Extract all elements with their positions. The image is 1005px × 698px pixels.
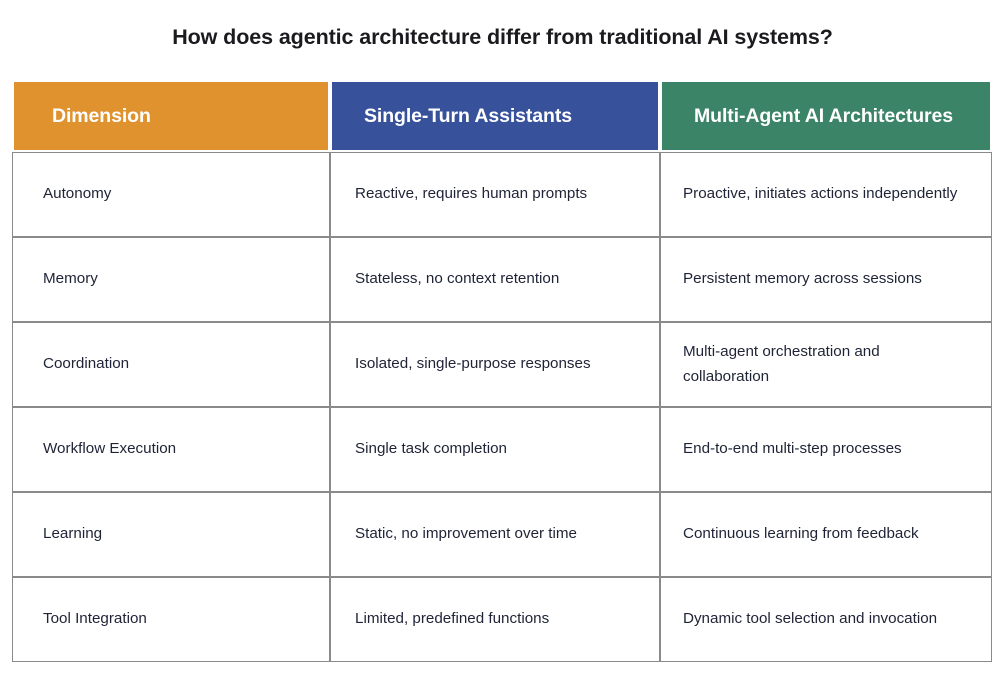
cell-text: Learning: [43, 525, 103, 543]
cell-text: Static, no improvement over time: [355, 525, 577, 543]
cell-multi-agent: Multi-agent orchestration and collaborat…: [660, 322, 992, 407]
page-title: How does agentic architecture differ fro…: [172, 25, 833, 49]
cell-single-turn: Isolated, single-purpose responses: [330, 322, 660, 407]
cell-text: Multi-agent orchestration and collaborat…: [683, 342, 880, 385]
cell-multi-agent: Persistent memory across sessions: [660, 237, 992, 322]
cell-multi-agent: Dynamic tool selection and invocation: [660, 577, 992, 662]
table-row: Autonomy Reactive, requires human prompt…: [12, 152, 992, 237]
cell-text: Coordination: [43, 355, 130, 373]
table-row: Coordination Isolated, single-purpose re…: [12, 322, 992, 407]
cell-text: Isolated, single-purpose responses: [355, 355, 591, 373]
column-header-multi-agent-ai-architectures: Multi-Agent AI Architectures: [660, 80, 992, 152]
column-header-dimension: Dimension: [12, 80, 330, 152]
cell-text: Continuous learning from feedback: [683, 525, 919, 543]
cell-text: Stateless, no context retention: [355, 270, 560, 288]
table-header: Dimension Single-Turn Assistants Multi-A…: [12, 80, 992, 152]
cell-single-turn: Reactive, requires human prompts: [330, 152, 660, 237]
cell-text: Autonomy: [43, 185, 112, 203]
cell-multi-agent: Proactive, initiates actions independent…: [660, 152, 992, 237]
table-row: Learning Static, no improvement over tim…: [12, 492, 992, 577]
table-header-row: Dimension Single-Turn Assistants Multi-A…: [12, 80, 992, 152]
cell-dimension: Memory: [12, 237, 330, 322]
cell-multi-agent: End-to-end multi-step processes: [660, 407, 992, 492]
table-row: Tool Integration Limited, predefined fun…: [12, 577, 992, 662]
column-header-single-turn-assistants: Single-Turn Assistants: [330, 80, 660, 152]
cell-text: Proactive, initiates actions independent…: [683, 185, 958, 203]
cell-text: Persistent memory across sessions: [683, 270, 922, 288]
cell-text: Tool Integration: [43, 610, 147, 628]
cell-single-turn: Stateless, no context retention: [330, 237, 660, 322]
cell-dimension: Learning: [12, 492, 330, 577]
cell-dimension: Coordination: [12, 322, 330, 407]
cell-text: Dynamic tool selection and invocation: [683, 610, 938, 628]
cell-multi-agent: Continuous learning from feedback: [660, 492, 992, 577]
cell-single-turn: Static, no improvement over time: [330, 492, 660, 577]
cell-text: End-to-end multi-step processes: [683, 440, 902, 458]
cell-text: Memory: [43, 270, 98, 288]
cell-text: Workflow Execution: [43, 440, 177, 458]
cell-text: Reactive, requires human prompts: [355, 185, 588, 203]
cell-text: Limited, predefined functions: [355, 610, 550, 628]
cell-single-turn: Limited, predefined functions: [330, 577, 660, 662]
cell-dimension: Workflow Execution: [12, 407, 330, 492]
cell-dimension: Autonomy: [12, 152, 330, 237]
table-row: Memory Stateless, no context retention P…: [12, 237, 992, 322]
cell-single-turn: Single task completion: [330, 407, 660, 492]
cell-text: Single task completion: [355, 440, 507, 458]
table-body: Autonomy Reactive, requires human prompt…: [12, 152, 992, 662]
cell-dimension: Tool Integration: [12, 577, 330, 662]
table-row: Workflow Execution Single task completio…: [12, 407, 992, 492]
comparison-table: Dimension Single-Turn Assistants Multi-A…: [12, 80, 992, 662]
